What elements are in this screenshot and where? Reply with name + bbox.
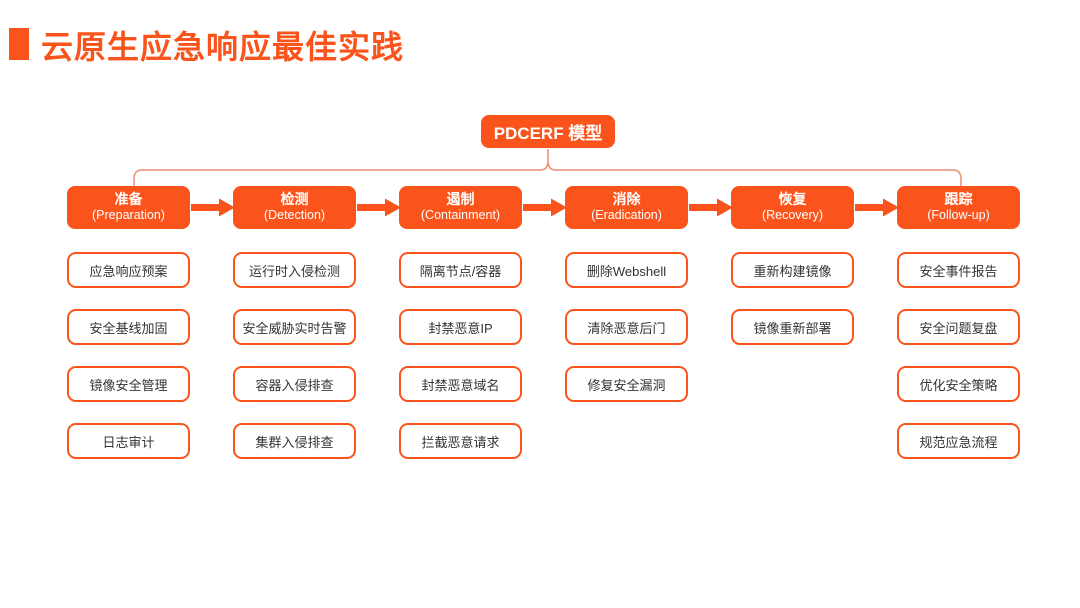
item-box: 安全基线加固 (67, 309, 190, 345)
stage-box-recovery: 恢复 (Recovery) (731, 186, 854, 229)
stage-column-preparation: 准备 (Preparation) 应急响应预案 安全基线加固 镜像安全管理 日志… (67, 186, 190, 459)
item-box: 安全问题复盘 (897, 309, 1020, 345)
item-box: 规范应急流程 (897, 423, 1020, 459)
stage-name-en: (Recovery) (761, 208, 824, 223)
stage-column-followup: 跟踪 (Follow-up) 安全事件报告 安全问题复盘 优化安全策略 规范应急… (897, 186, 1020, 459)
item-box: 安全威胁实时告警 (233, 309, 356, 345)
stage-name-en: (Follow-up) (927, 208, 990, 223)
item-box: 删除Webshell (565, 252, 688, 288)
stage-name-en: (Detection) (263, 208, 326, 223)
item-box: 日志审计 (67, 423, 190, 459)
flow-arrow-icon (191, 198, 235, 217)
item-box: 安全事件报告 (897, 252, 1020, 288)
stage-column-detection: 检测 (Detection) 运行时入侵检测 安全威胁实时告警 容器入侵排查 集… (233, 186, 356, 459)
stage-items: 重新构建镜像 镜像重新部署 (731, 252, 854, 345)
stage-items: 安全事件报告 安全问题复盘 优化安全策略 规范应急流程 (897, 252, 1020, 459)
item-box: 重新构建镜像 (731, 252, 854, 288)
stage-box-followup: 跟踪 (Follow-up) (897, 186, 1020, 229)
page-title: 云原生应急响应最佳实践 (41, 29, 405, 65)
item-box: 隔离节点/容器 (399, 252, 522, 288)
flow-arrow-icon (689, 198, 733, 217)
stage-box-containment: 遏制 (Containment) (399, 186, 522, 229)
stage-column-containment: 遏制 (Containment) 隔离节点/容器 封禁恶意IP 封禁恶意域名 拦… (399, 186, 522, 459)
stage-items: 隔离节点/容器 封禁恶意IP 封禁恶意域名 拦截恶意请求 (399, 252, 522, 459)
item-box: 封禁恶意域名 (399, 366, 522, 402)
stage-name: 消除 (612, 190, 641, 207)
item-box: 集群入侵排查 (233, 423, 356, 459)
stage-column-recovery: 恢复 (Recovery) 重新构建镜像 镜像重新部署 (731, 186, 854, 345)
stage-box-eradication: 消除 (Eradication) (565, 186, 688, 229)
stage-column-eradication: 消除 (Eradication) 删除Webshell 清除恶意后门 修复安全漏… (565, 186, 688, 402)
stage-name: 遏制 (446, 190, 475, 207)
item-box: 应急响应预案 (67, 252, 190, 288)
stage-name-en: (Preparation) (92, 208, 165, 223)
flow-arrow-icon (523, 198, 567, 217)
stage-items: 应急响应预案 安全基线加固 镜像安全管理 日志审计 (67, 252, 190, 459)
pdcerf-model-node: PDCERF 模型 (481, 115, 615, 148)
stage-name: 检测 (280, 190, 309, 207)
item-box: 运行时入侵检测 (233, 252, 356, 288)
item-box: 镜像安全管理 (67, 366, 190, 402)
stage-box-detection: 检测 (Detection) (233, 186, 356, 229)
stage-name: 准备 (114, 190, 143, 207)
flow-arrow-icon (357, 198, 401, 217)
stage-name-en: (Containment) (420, 208, 501, 223)
item-box: 封禁恶意IP (399, 309, 522, 345)
item-box: 清除恶意后门 (565, 309, 688, 345)
title-bullet-square (9, 28, 29, 60)
stage-items: 删除Webshell 清除恶意后门 修复安全漏洞 (565, 252, 688, 402)
stage-name: 跟踪 (944, 190, 973, 207)
stage-items: 运行时入侵检测 安全威胁实时告警 容器入侵排查 集群入侵排查 (233, 252, 356, 459)
item-box: 镜像重新部署 (731, 309, 854, 345)
item-box: 修复安全漏洞 (565, 366, 688, 402)
stage-name-en: (Eradication) (591, 208, 662, 223)
flow-arrow-icon (855, 198, 899, 217)
item-box: 优化安全策略 (897, 366, 1020, 402)
stage-box-preparation: 准备 (Preparation) (67, 186, 190, 229)
stage-name: 恢复 (778, 190, 807, 207)
item-box: 拦截恶意请求 (399, 423, 522, 459)
item-box: 容器入侵排查 (233, 366, 356, 402)
